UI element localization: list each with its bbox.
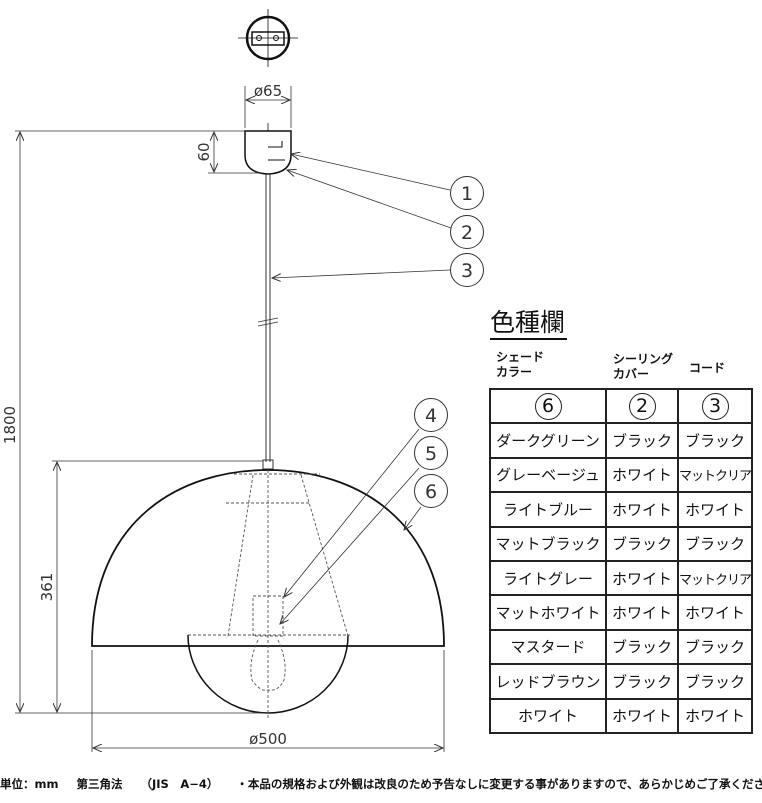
table-row: ライトグレーホワイトマットクリア bbox=[489, 559, 754, 597]
table-row: ダークグリーンブラックブラック bbox=[489, 422, 754, 459]
svg-text:5: 5 bbox=[425, 443, 437, 465]
callout-6: 6 bbox=[414, 474, 448, 508]
ref-6: 6 bbox=[534, 392, 562, 420]
leader-lines bbox=[272, 154, 452, 624]
notice-text: ・本品の規格および外観は改良のため予告なしに変更する事がありますので、あらかじめ… bbox=[236, 777, 762, 791]
svg-text:3: 3 bbox=[461, 260, 473, 282]
color-table-title: 色種欄 bbox=[490, 308, 568, 340]
shade-color-cell: マットホワイト bbox=[489, 594, 607, 631]
ceiling-cap-top-view bbox=[238, 9, 298, 67]
ref-2: 2 bbox=[628, 392, 656, 420]
svg-text:1: 1 bbox=[461, 183, 473, 205]
shade-color-cell: マスタード bbox=[489, 628, 607, 666]
ref-3: 3 bbox=[701, 392, 729, 420]
cord-cell: ブラック bbox=[676, 663, 754, 700]
ceiling-cover-cell: ブラック bbox=[605, 628, 679, 666]
shade-height-label: 361 bbox=[38, 573, 56, 602]
ceiling-cover-cell: ホワイト bbox=[605, 559, 679, 597]
ceiling-cover-cell: ブラック bbox=[605, 525, 679, 562]
cord-cell: マットクリア bbox=[676, 559, 754, 597]
cap-height-label: 60 bbox=[195, 142, 213, 161]
shade-diameter-label: ø500 bbox=[249, 730, 287, 748]
svg-text:4: 4 bbox=[425, 405, 437, 427]
unit-label: 単位：mm bbox=[0, 777, 59, 791]
total-height-label: 1800 bbox=[1, 406, 19, 444]
svg-text:6: 6 bbox=[425, 481, 437, 503]
cord-cell: マットクリア bbox=[676, 456, 754, 494]
cord bbox=[257, 174, 279, 470]
header-shade-color: シェード カラー bbox=[496, 350, 545, 379]
shade-color-cell: ライトグレー bbox=[489, 559, 607, 597]
shade-color-cell: マットブラック bbox=[489, 525, 607, 562]
header-cord: コード bbox=[689, 361, 726, 375]
color-table: 6 2 3 ダークグリーンブラックブラックグレーベージュホワイトマットクリアライ… bbox=[489, 387, 754, 734]
standard-label: （JIS A−4） bbox=[140, 777, 219, 791]
table-row: マットホワイトホワイトホワイト bbox=[489, 594, 754, 631]
table-row: レッドブラウンブラックブラック bbox=[489, 663, 754, 700]
pendant-lamp-drawing: ø65 60 1800 361 ø500 1 2 3 4 5 6 bbox=[1, 9, 484, 752]
table-row: ホワイトホワイトホワイト bbox=[489, 697, 754, 734]
cord-cell: ブラック bbox=[676, 422, 754, 459]
ceiling-cover-cell: ブラック bbox=[605, 663, 679, 700]
cap-diameter-label: ø65 bbox=[254, 82, 282, 100]
callout-1: 1 bbox=[450, 176, 484, 210]
ceiling-cover-cell: ホワイト bbox=[605, 491, 679, 528]
ceiling-cover-cell: ホワイト bbox=[605, 594, 679, 631]
table-row: ライトブルーホワイトホワイト bbox=[489, 491, 754, 528]
table-row: マットブラックブラックブラック bbox=[489, 525, 754, 562]
callout-2: 2 bbox=[450, 215, 484, 249]
table-row: グレーベージュホワイトマットクリア bbox=[489, 456, 754, 494]
table-row: マスタードブラックブラック bbox=[489, 628, 754, 666]
callout-3: 3 bbox=[450, 253, 484, 287]
callout-4: 4 bbox=[414, 398, 448, 432]
cord-cell: ブラック bbox=[676, 628, 754, 666]
shade-color-cell: ライトブルー bbox=[489, 491, 607, 528]
shade-color-cell: ダークグリーン bbox=[489, 422, 607, 459]
dimension-lines bbox=[15, 86, 445, 752]
projection-label: 第三角法 bbox=[76, 777, 123, 791]
ceiling-cover-cell: ホワイト bbox=[605, 456, 679, 494]
shade-color-cell: ホワイト bbox=[489, 697, 607, 734]
header-ceiling-cover: シーリング カバー bbox=[613, 352, 674, 381]
cord-cell: ブラック bbox=[676, 525, 754, 562]
svg-text:2: 2 bbox=[461, 222, 473, 244]
table-ref-row: 6 2 3 bbox=[489, 387, 754, 425]
ceiling-cover-cell: ブラック bbox=[605, 422, 679, 459]
cord-cell: ホワイト bbox=[676, 594, 754, 631]
callout-5: 5 bbox=[414, 436, 448, 470]
shade-color-cell: レッドブラウン bbox=[489, 663, 607, 700]
shade-color-cell: グレーベージュ bbox=[489, 456, 607, 494]
cord-cell: ホワイト bbox=[676, 697, 754, 734]
shade bbox=[91, 469, 445, 720]
ceiling-cover-cell: ホワイト bbox=[605, 697, 679, 734]
footer-note: 単位：mm 第三角法 （JIS A−4） ・本品の規格および外観は改良のため予告… bbox=[0, 776, 762, 792]
cord-cell: ホワイト bbox=[676, 491, 754, 528]
ceiling-cap bbox=[244, 123, 292, 175]
